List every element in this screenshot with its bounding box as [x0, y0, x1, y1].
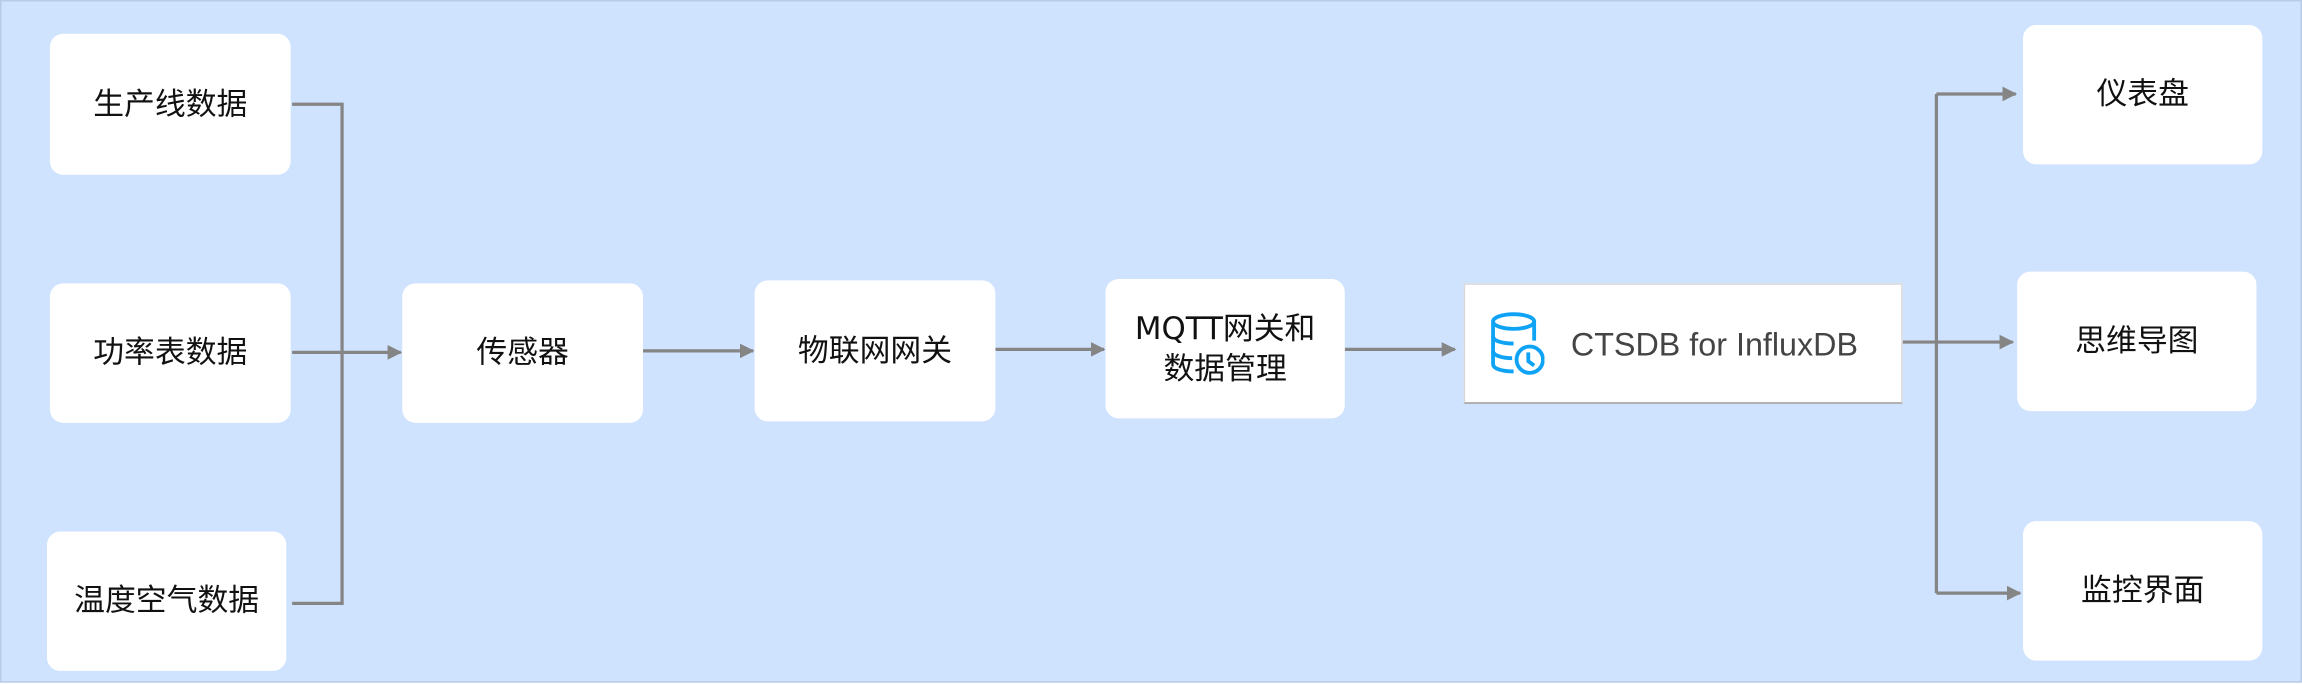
node-label: 功率表数据 [93, 334, 248, 370]
node-label: 思维导图 [2075, 322, 2199, 359]
sensor-node: 传感器 [402, 283, 644, 423]
node-label: CTSDB for InfluxDB [1570, 325, 1859, 362]
node-label-line1: MQTT网关和 [1134, 310, 1316, 346]
node-label: 温度空气数据 [74, 582, 260, 619]
mqtt-gateway-node: MQTT网关和 数据管理 [1105, 278, 1345, 419]
output-mind-map: 思维导图 [2017, 271, 2257, 412]
source-power-meter: 功率表数据 [49, 283, 291, 423]
node-label-line2: 数据管理 [1163, 350, 1287, 386]
node-label: 传感器 [476, 334, 569, 370]
node-label: 物联网网关 [797, 332, 953, 368]
output-dashboard: 仪表盘 [2023, 24, 2263, 165]
node-label: 仪表盘 [2096, 76, 2189, 112]
connector-db-out [1902, 93, 1939, 594]
ctsdb-node: CTSDB for InfluxDB [1463, 283, 1903, 404]
node-label: 生产线数据 [93, 85, 248, 122]
database-clock-icon [1491, 312, 1545, 375]
iot-gateway-node: 物联网网关 [754, 280, 996, 422]
source-temperature-air: 温度空气数据 [46, 531, 287, 671]
output-monitoring-ui: 监控界面 [2023, 521, 2263, 661]
source-production-line: 生产线数据 [49, 33, 291, 175]
node-label: 监控界面 [2081, 572, 2205, 608]
